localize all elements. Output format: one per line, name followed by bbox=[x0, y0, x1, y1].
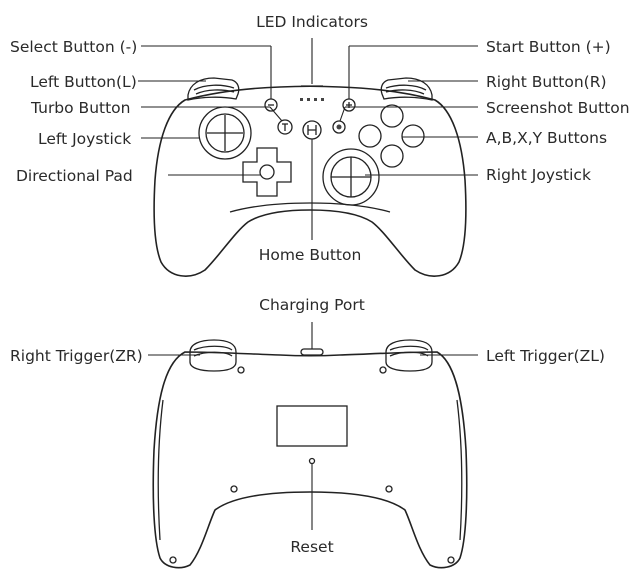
front-body-outline bbox=[153, 85, 467, 277]
back-panel bbox=[276, 405, 348, 447]
label-right-button: Right Button(R) bbox=[486, 73, 607, 91]
back-right-grip-line bbox=[456, 399, 463, 541]
screw-icon bbox=[169, 556, 177, 564]
label-screenshot-button: Screenshot Button bbox=[486, 99, 630, 117]
screw-icon bbox=[230, 485, 238, 493]
label-charging-port: Charging Port bbox=[259, 296, 365, 314]
back-body-outline bbox=[152, 351, 468, 569]
callout-labels: LED Indicators Select Button (-) Left Bu… bbox=[10, 13, 630, 556]
screenshot-button bbox=[332, 120, 346, 134]
label-left-button: Left Button(L) bbox=[30, 73, 137, 91]
reset-hole bbox=[308, 457, 316, 465]
label-left-joystick: Left Joystick bbox=[38, 130, 131, 148]
label-left-trigger: Left Trigger(ZL) bbox=[486, 347, 605, 365]
label-right-trigger: Right Trigger(ZR) bbox=[10, 347, 143, 365]
right-trigger-part bbox=[189, 339, 237, 372]
screw-icon bbox=[385, 485, 393, 493]
leader-lines bbox=[138, 38, 478, 530]
label-turbo-button: Turbo Button bbox=[30, 99, 130, 117]
select-button bbox=[264, 98, 278, 112]
label-home-button: Home Button bbox=[259, 246, 362, 264]
controller-front-view bbox=[153, 77, 467, 277]
turbo-button bbox=[277, 119, 293, 135]
screw-icon bbox=[237, 366, 245, 374]
label-reset: Reset bbox=[290, 538, 333, 556]
front-grip-contour bbox=[229, 202, 391, 213]
left-joystick bbox=[198, 106, 252, 160]
right-joystick bbox=[322, 148, 380, 206]
screw-icon bbox=[379, 366, 387, 374]
face-buttons bbox=[358, 104, 425, 168]
screw-icon bbox=[447, 556, 455, 564]
controller-back-view bbox=[152, 339, 468, 569]
label-start-button: Start Button (+) bbox=[486, 38, 611, 56]
label-select-button: Select Button (-) bbox=[10, 38, 137, 56]
back-left-grip-line bbox=[157, 399, 164, 541]
home-button bbox=[302, 120, 322, 140]
label-right-joystick: Right Joystick bbox=[486, 166, 591, 184]
label-abxy-buttons: A,B,X,Y Buttons bbox=[486, 129, 607, 147]
led-indicators bbox=[300, 85, 324, 101]
start-button bbox=[342, 98, 356, 112]
charging-port bbox=[300, 348, 324, 356]
label-led-indicators: LED Indicators bbox=[256, 13, 368, 31]
label-directional-pad: Directional Pad bbox=[16, 167, 133, 185]
directional-pad bbox=[242, 147, 292, 197]
